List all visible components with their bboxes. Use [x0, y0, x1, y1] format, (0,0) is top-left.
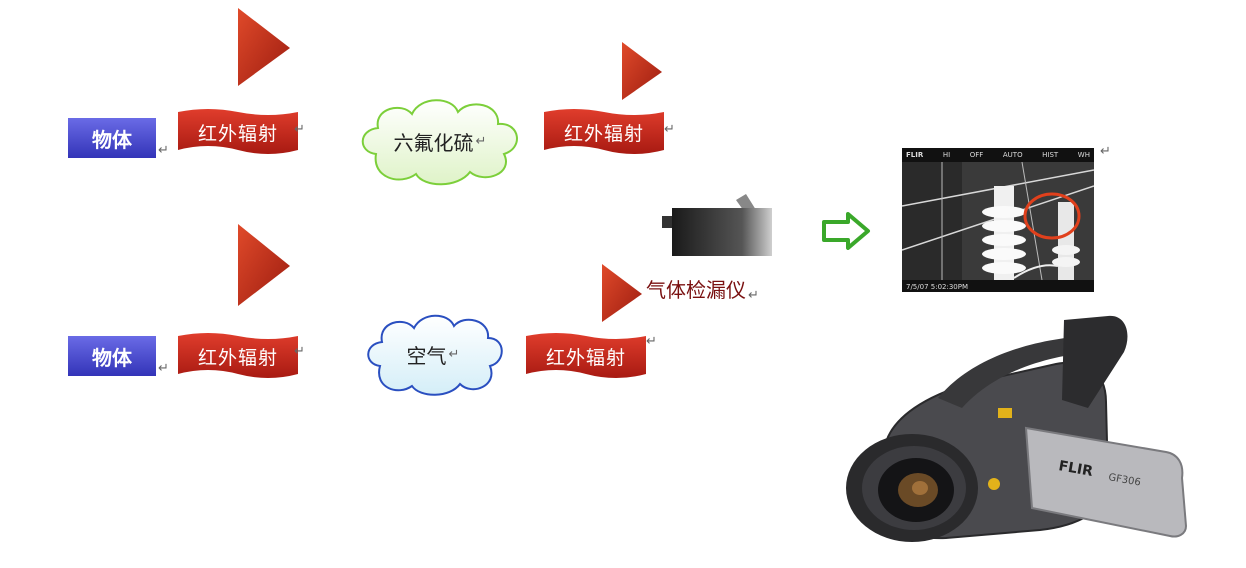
object-box-2: 物体 ↵ — [68, 336, 169, 376]
radiation-label: 红外辐射 — [563, 122, 644, 145]
thermal-image — [902, 162, 1094, 280]
return-mark: ↵ — [158, 361, 169, 376]
return-mark: ↵ — [294, 122, 305, 137]
detector-label: 气体检漏仪↵ — [646, 278, 759, 303]
radiation-banner-1b: 红外辐射 — [544, 108, 664, 156]
camera-brand: FLIR — [1057, 458, 1094, 480]
triangle-marker-2b — [602, 264, 642, 322]
gas-detector-icon — [662, 194, 772, 256]
return-mark: ↵ — [664, 122, 675, 137]
thermal-header: FLIR HI OFF AUTO HIST WH — [902, 148, 1094, 162]
radiation-label: 红外辐射 — [197, 122, 278, 145]
return-mark: ↵ — [1100, 144, 1111, 159]
object-label: 物体 — [68, 118, 156, 158]
radiation-label: 红外辐射 — [545, 346, 626, 369]
thermal-header-item: WH — [1077, 151, 1090, 159]
return-mark: ↵ — [158, 143, 169, 158]
thermal-header-item: HIST — [1042, 151, 1059, 159]
return-mark: ↵ — [294, 344, 305, 359]
gas-cloud-air: 空气↵ — [360, 308, 506, 400]
gas-sf6-label: 六氟化硫↵ — [393, 130, 487, 155]
radiation-label: 红外辐射 — [197, 346, 278, 369]
thermal-screen: FLIR HI OFF AUTO HIST WH 7/5/07 5:02:30P… — [902, 148, 1094, 292]
object-box-1: 物体 ↵ — [68, 118, 169, 158]
object-label: 物体 — [68, 336, 156, 376]
thermal-header-item: HI — [942, 151, 951, 159]
radiation-banner-2a: 红外辐射 — [178, 332, 298, 380]
triangle-marker-1a — [238, 8, 290, 86]
thermal-camera-icon: FLIR GF306 — [846, 315, 1188, 542]
right-arrow-icon — [822, 212, 870, 250]
radiation-banner-1a: 红外辐射 — [178, 108, 298, 156]
triangle-marker-2a — [238, 224, 290, 306]
radiation-banner-2b: 红外辐射 — [526, 332, 646, 380]
thermal-header-item: OFF — [969, 151, 984, 159]
triangle-marker-1b — [622, 42, 662, 100]
gas-air-label: 空气↵ — [406, 343, 460, 368]
thermal-header-item: AUTO — [1002, 151, 1023, 159]
gas-cloud-sf6: 六氟化硫↵ — [354, 92, 526, 190]
return-mark: ↵ — [646, 334, 657, 349]
thermal-footer: 7/5/07 5:02:30PM — [906, 283, 969, 291]
thermal-header-item: FLIR — [906, 151, 924, 159]
